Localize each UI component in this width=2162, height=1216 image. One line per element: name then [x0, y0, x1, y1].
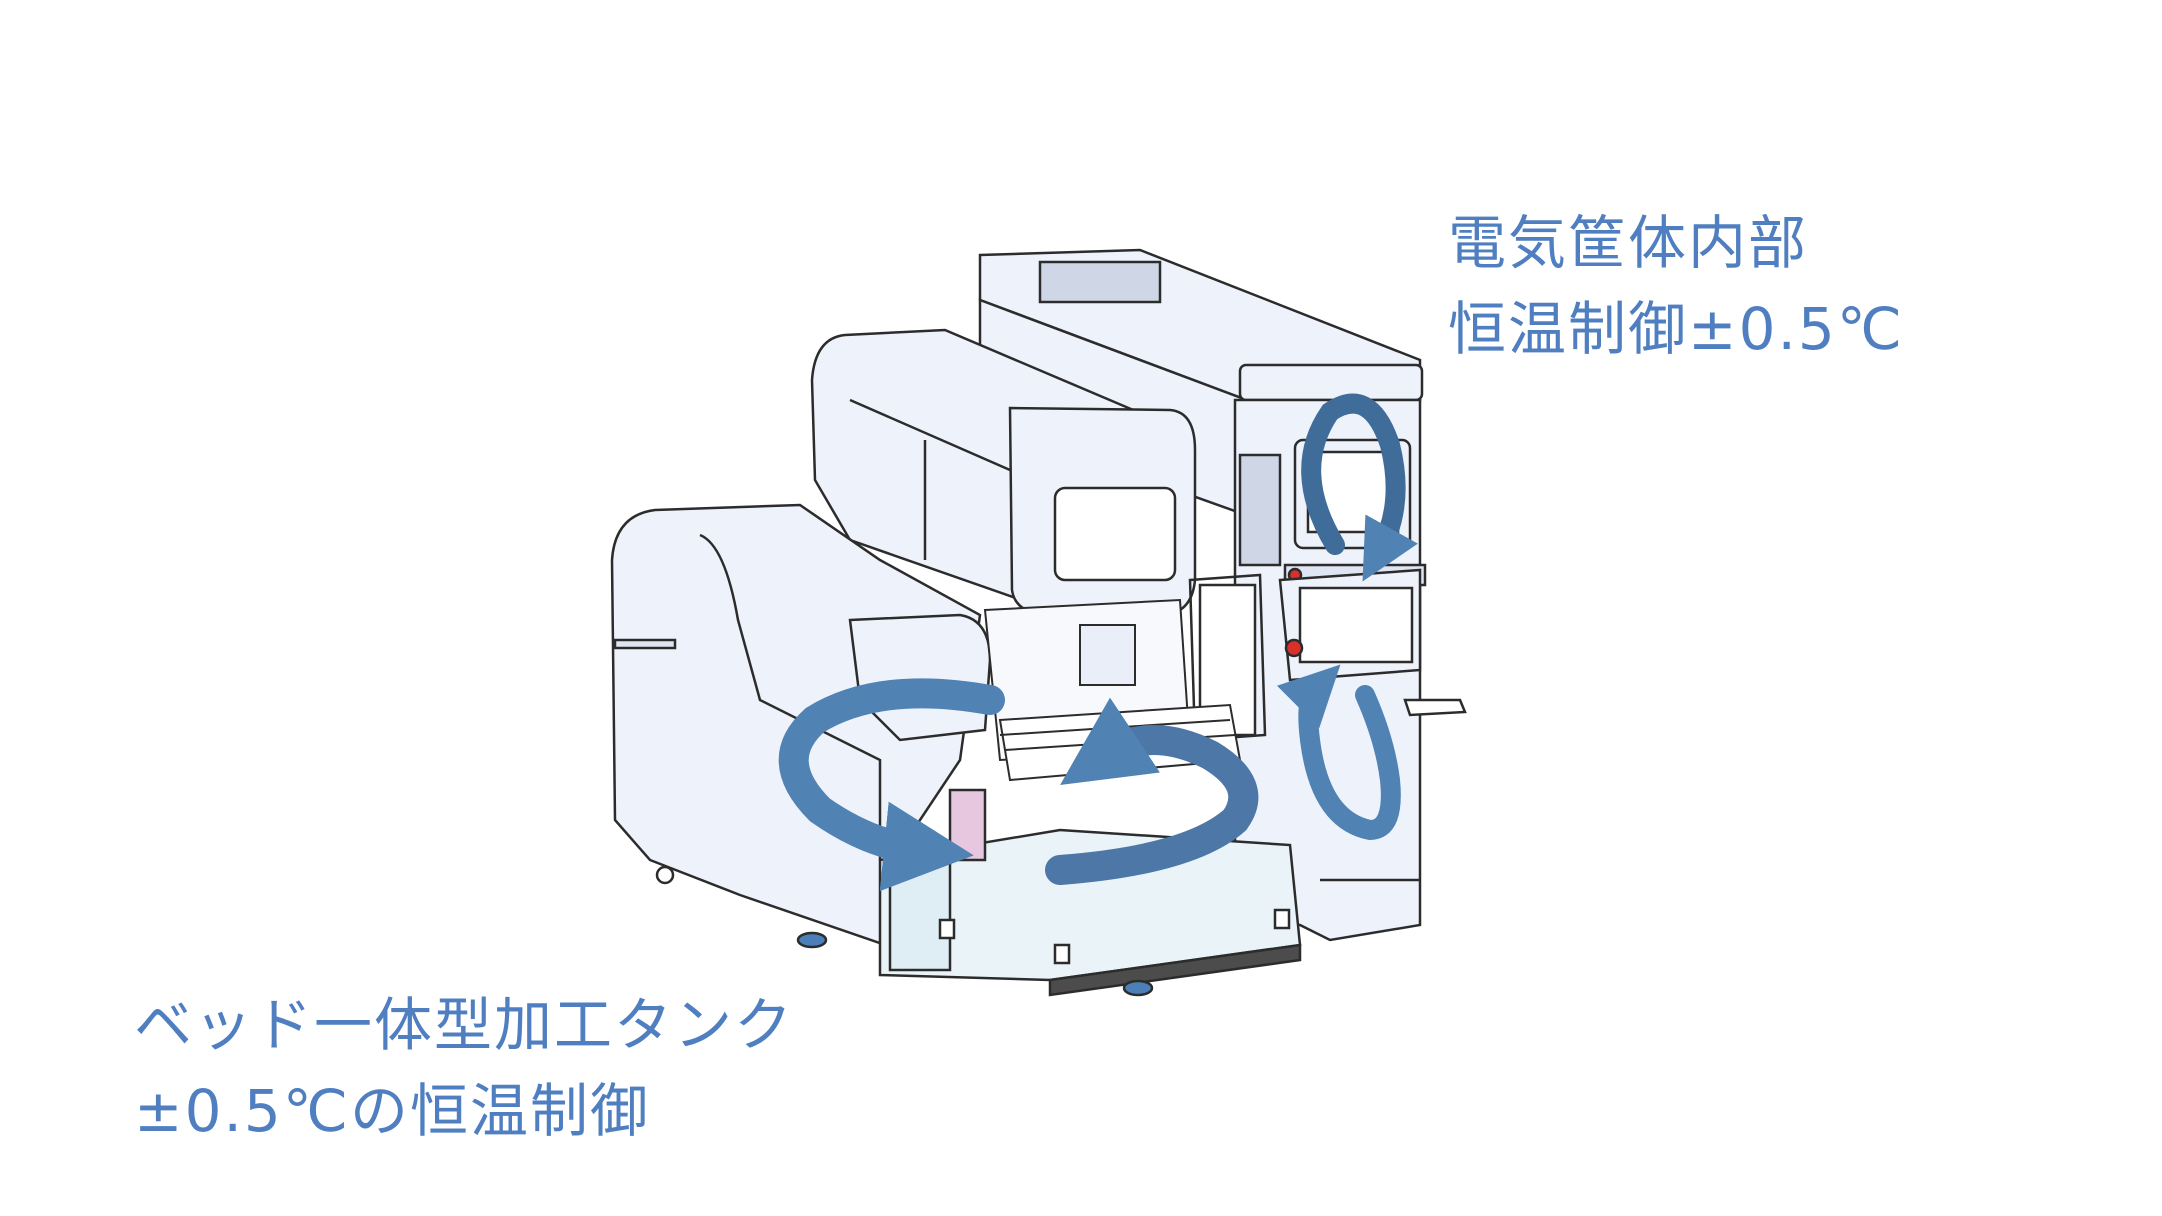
cabinet-temperature-label: 電気筐体内部 恒温制御±0.5℃ [1448, 200, 1904, 372]
upper-housing [810, 328, 1197, 617]
tank-label-line2: ±0.5℃の恒温制御 [134, 1077, 650, 1145]
cabinet-label-line1: 電気筐体内部 [1448, 209, 1809, 277]
cabinet-label-line2: 恒温制御±0.5℃ [1448, 295, 1904, 363]
tank-temperature-label: ベッド一体型加工タンク ±0.5℃の恒温制御 [134, 982, 794, 1154]
tank-label-line1: ベッド一体型加工タンク [134, 991, 795, 1059]
cabinet-circular-arrow-icon [1276, 393, 1418, 841]
tank-circular-arrow-icon [778, 678, 1259, 892]
